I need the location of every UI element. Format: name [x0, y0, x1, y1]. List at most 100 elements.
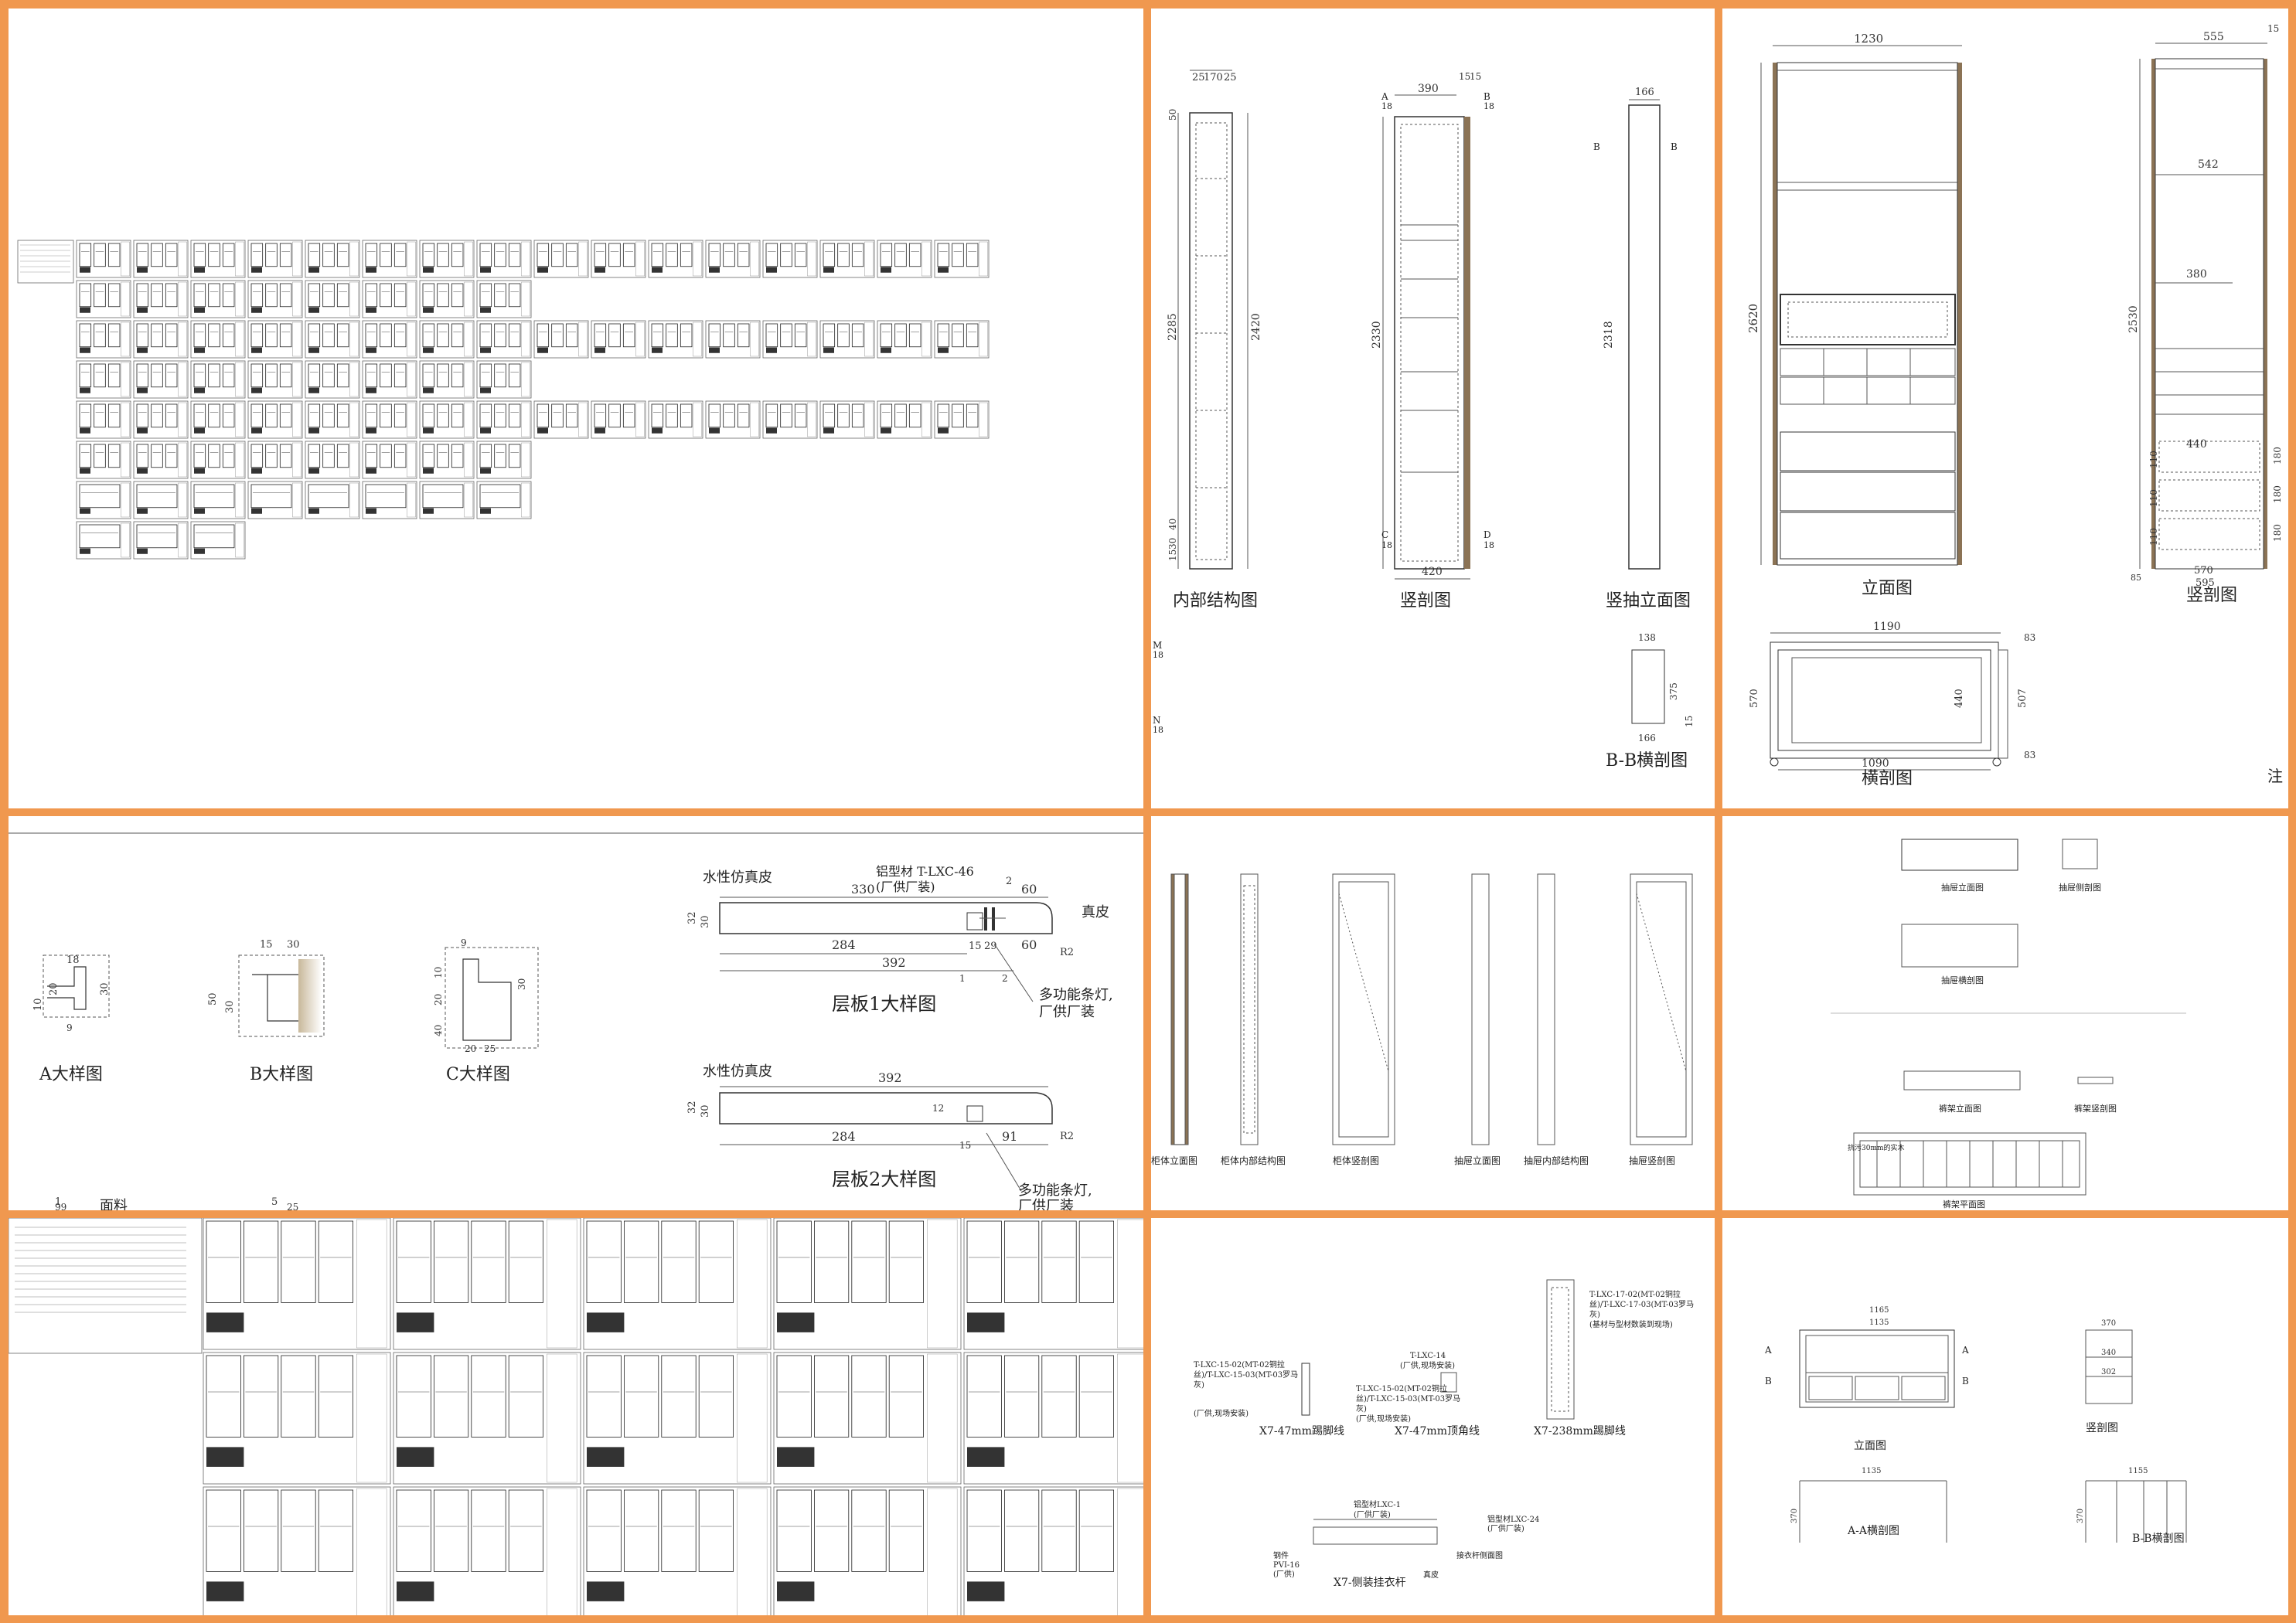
sheet-thumbnail — [963, 1486, 1143, 1615]
dim-t1: 1190 — [1873, 621, 1901, 633]
note-n17: PVI-16 — [1273, 1561, 1300, 1570]
sheet-thumbnail — [362, 441, 417, 479]
sheet-thumbnail — [877, 400, 932, 439]
sheet-thumbnail — [133, 521, 189, 560]
sheet-thumbnail — [648, 400, 703, 439]
mark-B: B — [1484, 91, 1490, 102]
bottom-fabric: 面料 — [100, 1198, 128, 1210]
sheet-thumbnail — [819, 240, 875, 278]
sheet-thumbnail — [963, 1352, 1143, 1485]
drawer-elevation-view: 166 2318 B B 竖抽立面图 — [1593, 87, 1691, 611]
dim-e3: 370 — [2101, 1319, 2116, 1328]
shelf-1-detail: 水性仿真皮 铝型材 T-LXC-46 (厂供厂装) 真皮 330 60 2 32… — [686, 864, 1113, 1020]
label-alu-factory: (厂供厂装) — [876, 880, 935, 894]
note-n4: (厂供,现场安装) — [1194, 1408, 1248, 1418]
dim-d1: 138 — [1638, 632, 1656, 643]
title-trouser-elev: 裤架立面图 — [1939, 1103, 1981, 1114]
dim-284b: 284 — [832, 1129, 856, 1144]
title-trouser-plan: 裤架平面图 — [1943, 1199, 1985, 1210]
sheet-thumbnail — [583, 1218, 772, 1350]
dim-s7b: 180 — [2272, 485, 2283, 503]
sheet-thumbnail — [247, 400, 303, 439]
sheet-thumbnail — [591, 400, 646, 439]
dim-R2: R2 — [1060, 947, 1074, 958]
dim-330: 330 — [851, 882, 875, 897]
dim-c20b: 20 — [465, 1043, 476, 1054]
dim-a6: 2420 — [1250, 313, 1262, 341]
sheet-thumbnail — [190, 441, 246, 479]
sheet-thumbnail — [133, 320, 189, 359]
sheet-thumbnail — [705, 240, 761, 278]
note-n19: 真皮 — [1423, 1570, 1439, 1580]
sheet-thumbnail — [533, 320, 589, 359]
dim-b5: 420 — [1422, 566, 1443, 578]
skirting-lines-drawing: T-LXC-15-02(MT-02铜拉 丝)/T-LXC-15-03(MT-03… — [1194, 1279, 1694, 1589]
mark-18-b: 18 — [1484, 101, 1494, 111]
title-elevation-p10: 立面图 — [1854, 1440, 1886, 1452]
dim-12: 12 — [932, 1103, 944, 1114]
sheet-thumbnail — [247, 280, 303, 318]
sheet-thumbnail — [591, 320, 646, 359]
sheet-thumbnail — [533, 240, 589, 278]
sheet-thumbnail — [819, 400, 875, 439]
mark-B-right-p10: B — [1962, 1376, 1969, 1387]
wardrobe-elevation-drawing: 1230 2620 立面图 555 15 — [1746, 23, 2283, 788]
mark-N: N — [1153, 715, 1161, 726]
dim-t5: 1090 — [1862, 757, 1889, 770]
sheet-thumbnail — [476, 280, 532, 318]
side-section-view: 555 15 542 380 440 110 110 110 180 180 1… — [2127, 23, 2283, 605]
sheet-thumbnail — [476, 240, 532, 278]
sheet-thumbnail — [476, 441, 532, 479]
note-n5: T-LXC-14 — [1410, 1352, 1446, 1360]
dim-s6c: 110 — [2148, 528, 2159, 546]
mark-D: D — [1484, 529, 1491, 540]
title-interior-structure: 内部结构图 — [1173, 591, 1258, 611]
title-skirting-238: X7-238mm踢脚线 — [1534, 1425, 1626, 1438]
detail-c: 9 10 20 40 30 20 25 C大样图 — [433, 937, 539, 1084]
mark-18-m: 18 — [1153, 650, 1163, 660]
shelf-2-detail: 水性仿真皮 392 32 30 12 284 91 R2 15 层板2大样图 多… — [686, 1063, 1092, 1210]
title-shelf-1: 层板1大样图 — [832, 993, 936, 1015]
panel-small-cabinet: 1165 1135 370 340 302 1135 1155 370 370 … — [1722, 1218, 2288, 1615]
dim-e4: 340 — [2101, 1349, 2116, 1357]
sheet-thumbnail — [934, 320, 990, 359]
sheet-thumbnail — [762, 320, 818, 359]
sheet-thumbnail — [648, 240, 703, 278]
dim-a7: 15 — [1167, 550, 1178, 561]
dim-60b: 60 — [1021, 937, 1037, 952]
mark-18-c: 18 — [1381, 540, 1392, 550]
title-cabinet-elevation: 柜体立面图 — [1151, 1155, 1197, 1166]
sheet-thumbnail — [203, 1218, 391, 1350]
dim-R2b: R2 — [1060, 1131, 1074, 1142]
elevation-view: 1230 2620 立面图 — [1746, 32, 1962, 598]
note-n1b: T-LXC-15-02(MT-02铜拉 — [1356, 1383, 1447, 1393]
vertical-section-view: 390 15 15 2330 420 A 18 B 18 C 18 D 18 — [1371, 71, 1494, 611]
dim-30: 30 — [700, 915, 711, 928]
title-drawer-interior: 抽屉内部结构图 — [1524, 1155, 1589, 1166]
sheet-thumbnail — [247, 441, 303, 479]
dim-t6a: 83 — [2024, 632, 2035, 643]
sheet-thumbnail — [419, 481, 475, 519]
mark-B-left-p10: B — [1765, 1376, 1772, 1387]
dim-392: 392 — [882, 955, 906, 970]
dim-s5: 440 — [2186, 438, 2207, 451]
mark-A: A — [1381, 91, 1388, 102]
note-n18: (厂供) — [1273, 1569, 1295, 1579]
sheet-thumbnail — [305, 280, 360, 318]
panel-drawer-details: 抽屉立面图 抽屉侧剖图 抽屉横剖图 裤架立面图 裤架竖剖图 裤架平面图 抗污30… — [1722, 816, 2288, 1210]
dim-e5: 302 — [2101, 1368, 2116, 1376]
sheet-thumbnail — [362, 360, 417, 399]
title-bb-section: B-B横剖图 — [1606, 751, 1688, 771]
note-n15: (厂供厂装) — [1487, 1523, 1524, 1533]
detail-b: 15 30 50 30 B大样图 — [207, 939, 325, 1084]
title-cabinet-section: 柜体竖剖图 — [1333, 1155, 1379, 1166]
panel-detail-drawings: 18 20 10 30 9 A大样图 15 30 50 30 B大样图 9 10… — [9, 816, 1143, 1210]
dim-60: 60 — [1021, 882, 1037, 897]
bottom-n1: 1 — [55, 1196, 61, 1208]
dim-s4: 2530 — [2127, 305, 2140, 333]
dim-e6: 1135 — [1862, 1467, 1881, 1475]
sheet-thumbnail — [583, 1486, 772, 1615]
label-light-1: 多功能条灯, — [1039, 987, 1113, 1003]
mark-A-left: A — [1764, 1345, 1772, 1356]
dim-s10: 15 — [2267, 23, 2279, 34]
